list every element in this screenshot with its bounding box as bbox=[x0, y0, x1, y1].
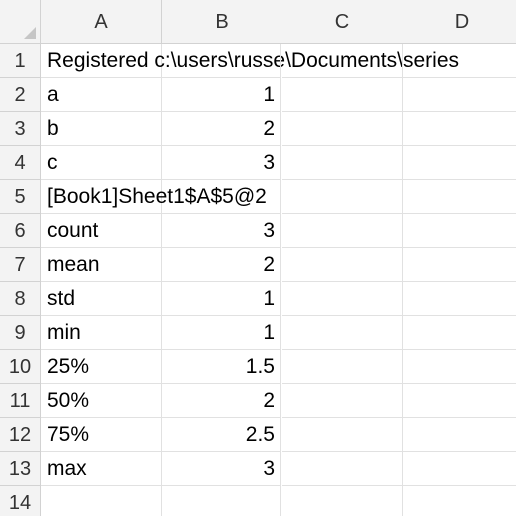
sheet-row: 11 50% 2 bbox=[0, 384, 516, 418]
cell-c5[interactable] bbox=[282, 180, 403, 214]
sheet-row: 7 mean 2 bbox=[0, 248, 516, 282]
row-header[interactable]: 4 bbox=[0, 146, 41, 180]
cell-c8[interactable] bbox=[282, 282, 403, 316]
row-header[interactable]: 9 bbox=[0, 316, 41, 350]
cell-d6[interactable] bbox=[402, 214, 516, 248]
cell-c11[interactable] bbox=[282, 384, 403, 418]
sheet-row: 10 25% 1.5 bbox=[0, 350, 516, 384]
cell-b12[interactable]: 2.5 bbox=[162, 418, 281, 452]
cell-c12[interactable] bbox=[282, 418, 403, 452]
row-header[interactable]: 14 bbox=[0, 486, 41, 516]
column-header-a[interactable]: A bbox=[41, 0, 162, 44]
cell-c10[interactable] bbox=[282, 350, 403, 384]
select-all-button[interactable] bbox=[0, 0, 41, 44]
cell-a9[interactable]: min bbox=[41, 316, 162, 350]
cell-d14[interactable] bbox=[402, 486, 516, 516]
row-header[interactable]: 6 bbox=[0, 214, 41, 248]
row-header[interactable]: 11 bbox=[0, 384, 41, 418]
cell-d9[interactable] bbox=[402, 316, 516, 350]
sheet-row: 3 b 2 bbox=[0, 112, 516, 146]
sheet-row: 6 count 3 bbox=[0, 214, 516, 248]
cell-a6[interactable]: count bbox=[41, 214, 162, 248]
cell-a10[interactable]: 25% bbox=[41, 350, 162, 384]
row-header[interactable]: 2 bbox=[0, 78, 41, 112]
cell-b6[interactable]: 3 bbox=[162, 214, 281, 248]
cell-c6[interactable] bbox=[282, 214, 403, 248]
cell-d8[interactable] bbox=[402, 282, 516, 316]
cell-b1[interactable] bbox=[162, 44, 281, 78]
row-header[interactable]: 3 bbox=[0, 112, 41, 146]
cell-b13[interactable]: 3 bbox=[162, 452, 281, 486]
column-header-b[interactable]: B bbox=[162, 0, 283, 44]
cell-b7[interactable]: 2 bbox=[162, 248, 281, 282]
cell-a5[interactable]: [Book1]Sheet1$A$5@2 bbox=[41, 180, 267, 214]
row-header[interactable]: 10 bbox=[0, 350, 41, 384]
cell-a1[interactable]: Registered c:\users\russe\Documents\seri… bbox=[41, 44, 459, 78]
sheet-row: 1 Registered c:\users\russe\Documents\se… bbox=[0, 44, 516, 78]
cell-d2[interactable] bbox=[402, 78, 516, 112]
row-header[interactable]: 8 bbox=[0, 282, 41, 316]
row-header[interactable]: 5 bbox=[0, 180, 41, 214]
cell-a7[interactable]: mean bbox=[41, 248, 162, 282]
sheet-row: 13 max 3 bbox=[0, 452, 516, 486]
cell-d11[interactable] bbox=[402, 384, 516, 418]
cell-d4[interactable] bbox=[402, 146, 516, 180]
column-header-c[interactable]: C bbox=[282, 0, 403, 44]
sheet-row: 5 [Book1]Sheet1$A$5@2 bbox=[0, 180, 516, 214]
cell-b5[interactable] bbox=[162, 180, 281, 214]
cell-d10[interactable] bbox=[402, 350, 516, 384]
cell-b11[interactable]: 2 bbox=[162, 384, 281, 418]
cell-b9[interactable]: 1 bbox=[162, 316, 281, 350]
cell-a3[interactable]: b bbox=[41, 112, 162, 146]
cell-b4[interactable]: 3 bbox=[162, 146, 281, 180]
select-all-icon bbox=[24, 27, 36, 39]
cell-b2[interactable]: 1 bbox=[162, 78, 281, 112]
cell-d12[interactable] bbox=[402, 418, 516, 452]
row-header[interactable]: 12 bbox=[0, 418, 41, 452]
cell-c3[interactable] bbox=[282, 112, 403, 146]
cell-d13[interactable] bbox=[402, 452, 516, 486]
row-header[interactable]: 1 bbox=[0, 44, 41, 78]
sheet-row: 9 min 1 bbox=[0, 316, 516, 350]
cell-c2[interactable] bbox=[282, 78, 403, 112]
sheet-row: 4 c 3 bbox=[0, 146, 516, 180]
cell-c7[interactable] bbox=[282, 248, 403, 282]
cell-d5[interactable] bbox=[402, 180, 516, 214]
cell-b10[interactable]: 1.5 bbox=[162, 350, 281, 384]
row-header[interactable]: 7 bbox=[0, 248, 41, 282]
cell-a13[interactable]: max bbox=[41, 452, 162, 486]
sheet-row: 2 a 1 bbox=[0, 78, 516, 112]
cell-c9[interactable] bbox=[282, 316, 403, 350]
cell-a11[interactable]: 50% bbox=[41, 384, 162, 418]
sheet-row: 12 75% 2.5 bbox=[0, 418, 516, 452]
cell-c4[interactable] bbox=[282, 146, 403, 180]
column-header-row: A B C D bbox=[0, 0, 516, 44]
cell-d7[interactable] bbox=[402, 248, 516, 282]
cell-a4[interactable]: c bbox=[41, 146, 162, 180]
cell-a12[interactable]: 75% bbox=[41, 418, 162, 452]
cell-c14[interactable] bbox=[282, 486, 403, 516]
cell-b14[interactable] bbox=[162, 486, 281, 516]
cell-a8[interactable]: std bbox=[41, 282, 162, 316]
sheet-row: 14 bbox=[0, 486, 516, 516]
sheet-row: 8 std 1 bbox=[0, 282, 516, 316]
cell-b3[interactable]: 2 bbox=[162, 112, 281, 146]
cell-c13[interactable] bbox=[282, 452, 403, 486]
row-header[interactable]: 13 bbox=[0, 452, 41, 486]
cell-d1[interactable] bbox=[402, 44, 516, 78]
cell-a2[interactable]: a bbox=[41, 78, 162, 112]
cell-b8[interactable]: 1 bbox=[162, 282, 281, 316]
column-header-d[interactable]: D bbox=[402, 0, 516, 44]
cell-c1[interactable] bbox=[282, 44, 403, 78]
cell-a14[interactable] bbox=[41, 486, 162, 516]
cell-d3[interactable] bbox=[402, 112, 516, 146]
